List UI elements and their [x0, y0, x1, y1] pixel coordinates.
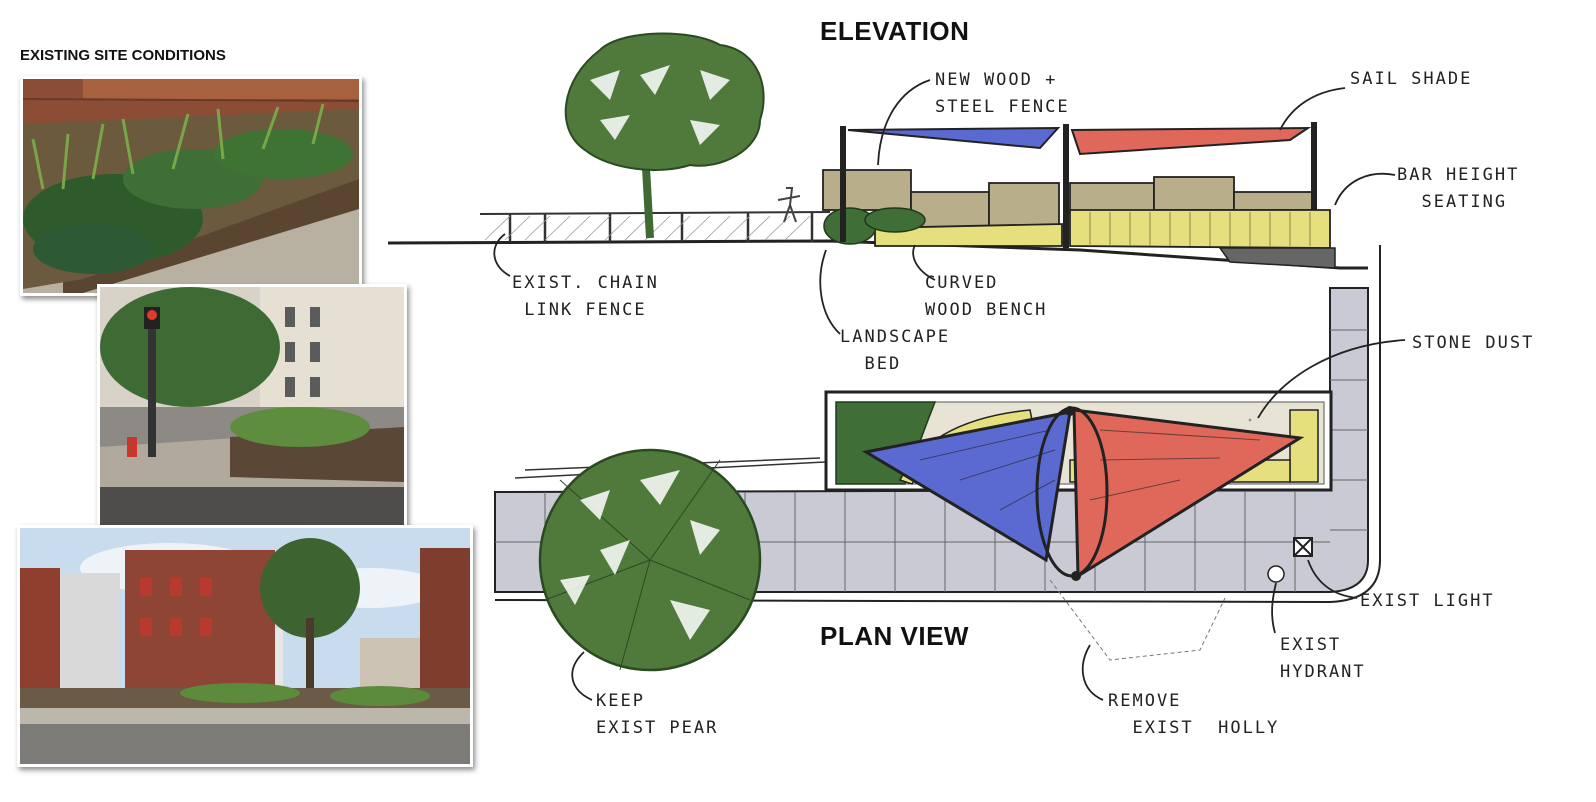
label-bar-seating: BAR HEIGHT SEATING [1397, 165, 1520, 212]
pear-tree-plan [538, 448, 762, 672]
elevation-tree [564, 32, 765, 239]
label-curved-wood-bench: CURVED WOOD BENCH [925, 273, 1048, 320]
site-photo-planter [20, 76, 362, 296]
label-keep-exist-pear: KEEP EXIST PEAR [596, 691, 719, 738]
label-sail-shade: SAIL SHADE [1350, 69, 1473, 89]
photos-title: EXISTING SITE CONDITIONS [20, 47, 226, 64]
site-photo-corner [97, 284, 407, 540]
label-exist-light: EXIST LIGHT [1360, 591, 1495, 611]
label-exist-hydrant: EXIST HYDRANT [1280, 635, 1366, 682]
label-stone-dust: STONE DUST [1412, 333, 1535, 353]
plan-view-title: PLAN VIEW [820, 621, 969, 651]
elevation-drawing [387, 32, 1368, 270]
site-photo-street [17, 525, 473, 767]
plan-drawing [494, 245, 1381, 672]
label-new-fence: NEW WOOD + STEEL FENCE [935, 70, 1070, 117]
label-chain-link-fence: EXIST. CHAIN LINK FENCE [512, 273, 659, 320]
label-remove-exist-holly: REMOVE EXIST HOLLY [1108, 691, 1280, 738]
elevation-title: ELEVATION [820, 16, 970, 46]
label-landscape-bed: LANDSCAPE BED [840, 327, 951, 374]
